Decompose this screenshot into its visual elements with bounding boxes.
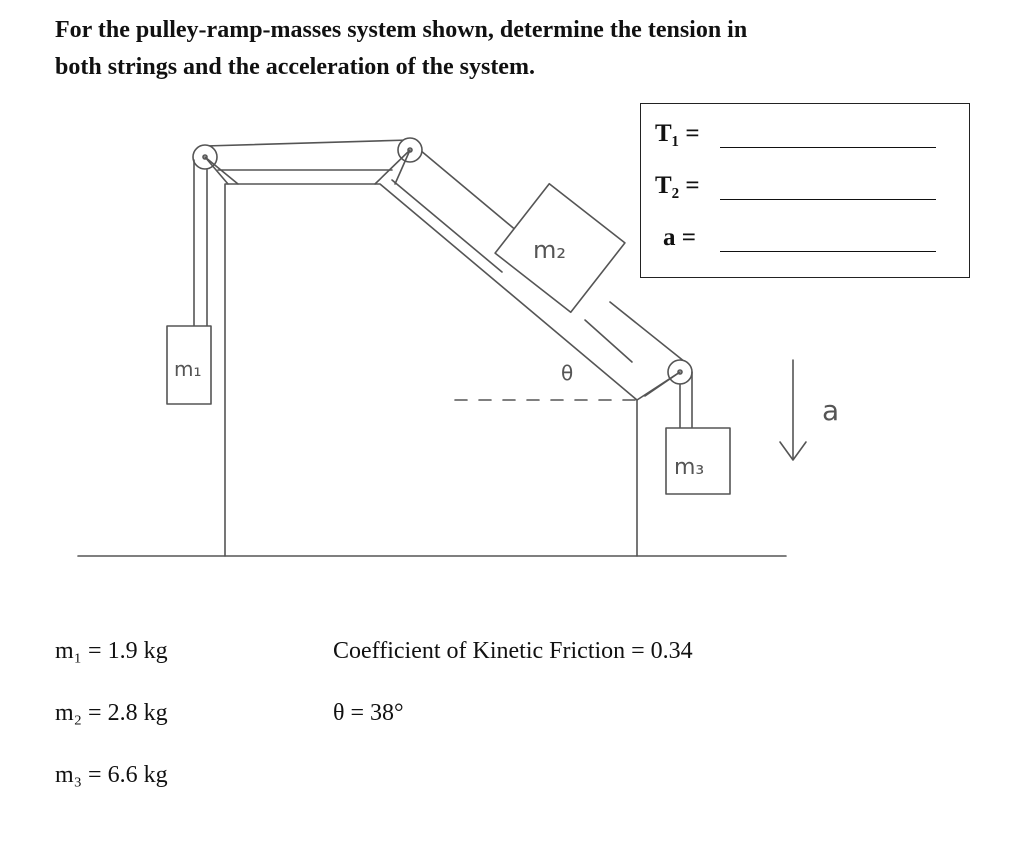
answer-row-t1: T₁ =: [641, 120, 971, 150]
answer-label-t2: T₂ =: [655, 172, 700, 199]
answer-label-t1: T₁ =: [655, 120, 700, 147]
answer-label-a: a =: [663, 224, 696, 251]
string-top: [204, 139, 411, 147]
pulley-bottom-mount-2: [644, 371, 681, 397]
ramp-block: [224, 183, 638, 557]
answer-blank-t2[interactable]: [720, 199, 936, 200]
given-m2: m₂ = 2.8 kg: [55, 700, 168, 726]
answer-blank-t1[interactable]: [720, 147, 936, 148]
pulley-top-mount-2: [394, 149, 411, 185]
pulley-left-mount: [204, 156, 229, 185]
pulley-left-axle: [202, 154, 208, 160]
problem-line-1: For the pulley-ramp-masses system shown,…: [55, 17, 748, 43]
problem-line-2: both strings and the acceleration of the…: [55, 54, 535, 80]
ramp-surface-upper: [391, 179, 503, 273]
mass-m2: [494, 182, 626, 314]
accel-label: a: [822, 394, 839, 427]
given-friction: Coefficient of Kinetic Friction = 0.34: [333, 638, 693, 664]
answer-row-a: a =: [641, 224, 971, 254]
pulley-left-mount-2: [204, 156, 239, 185]
mass-m3-box: [665, 427, 731, 495]
answer-box: T₁ = T₂ = a =: [640, 103, 970, 278]
given-m3: m₃ = 6.6 kg: [55, 762, 168, 788]
given-theta: θ = 38°: [333, 700, 404, 726]
accel-arrow-head: [779, 441, 807, 461]
mass-m3-label: m₃: [674, 455, 704, 480]
ramp-surface-lower: [584, 319, 633, 363]
problem-statement: For the pulley-ramp-masses system shown,…: [55, 12, 875, 86]
mass-m1-label: m₁: [174, 357, 202, 381]
mass-m2-box: [494, 182, 626, 314]
given-m1: m₁ = 1.9 kg: [55, 638, 168, 664]
answer-row-t2: T₂ =: [641, 172, 971, 202]
answer-blank-a[interactable]: [720, 251, 936, 252]
pulley-top-axle: [407, 147, 413, 153]
ramp-surface-upper-outer: [419, 149, 531, 243]
mass-m2-label: m₂: [533, 236, 566, 264]
theta-label: θ: [561, 361, 573, 385]
pulley-bottom-axle: [677, 369, 683, 375]
pulley-top-mount: [374, 149, 411, 185]
mass-m1-box: [166, 325, 212, 405]
ramp-surface-lower-outer: [609, 301, 691, 367]
